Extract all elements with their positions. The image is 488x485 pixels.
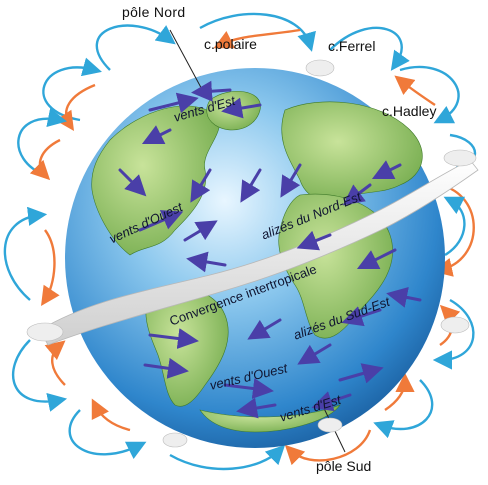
- cloud-puff: [440, 316, 470, 334]
- cell-loop: [12, 339, 68, 412]
- cell-loop: [199, 12, 316, 52]
- convergence-cloud-band: [39, 159, 479, 346]
- wind-arrow: [342, 183, 372, 206]
- cloud-puff: [26, 322, 64, 342]
- cell-loop: [29, 138, 61, 181]
- wind-arrows: [118, 80, 422, 419]
- label-cell-hadley: c.Hadley: [382, 103, 437, 119]
- wind-arrow: [311, 391, 352, 412]
- circulation-cells: [3, 12, 477, 471]
- wind-arrow: [148, 92, 199, 114]
- cell-loop: [394, 75, 436, 106]
- wind-arrow: [280, 163, 302, 198]
- wind-arrow: [338, 363, 384, 384]
- cell-loop: [44, 340, 66, 386]
- wind-arrow: [148, 328, 199, 349]
- cell-loop: [91, 398, 131, 432]
- wind-arrow: [296, 230, 332, 251]
- cloud-puff: [162, 432, 188, 448]
- cloud-puff: [443, 149, 477, 167]
- cloud-puff: [305, 59, 335, 77]
- cell-loop: [373, 379, 434, 439]
- wind-arrow: [297, 343, 332, 365]
- cell-loop: [432, 183, 475, 277]
- wind-arrow: [118, 168, 147, 197]
- cell-loop: [3, 206, 48, 301]
- continents: [91, 91, 423, 433]
- wind-arrow: [143, 357, 189, 379]
- cell-loop: [42, 57, 102, 122]
- wind-arrow: [341, 306, 382, 327]
- cell-loop: [213, 28, 301, 49]
- cell-loop: [169, 444, 286, 471]
- wind-arrow: [247, 318, 282, 340]
- label-cell-ferrel: c.Ferrel: [328, 38, 376, 54]
- wind-arrow: [191, 80, 232, 102]
- wind-arrow: [141, 125, 172, 145]
- label-cell-polaire: c.polaire: [204, 36, 257, 52]
- label-pole-sud: pôle Sud: [316, 458, 372, 474]
- cell-loop: [384, 372, 415, 411]
- cloud-puff: [317, 417, 343, 433]
- wind-arrow: [183, 220, 218, 242]
- wind-arrow: [186, 251, 227, 273]
- cell-loop: [284, 429, 372, 466]
- cell-loop: [95, 24, 176, 71]
- wind-arrow: [236, 397, 277, 419]
- wind-arrow: [221, 97, 262, 119]
- wind-arrow: [138, 210, 184, 232]
- cell-loop: [41, 229, 60, 306]
- cell-loop: [55, 83, 96, 131]
- cell-loop: [329, 26, 410, 71]
- cell-loop: [68, 409, 147, 459]
- wind-arrow: [356, 248, 397, 270]
- cell-loop: [443, 196, 466, 257]
- cell-loop: [399, 65, 460, 124]
- wind-arrow: [386, 287, 422, 308]
- wind-arrow: [240, 168, 262, 203]
- wind-arrow: [190, 168, 212, 203]
- label-pole-nord: pôle Nord: [122, 4, 186, 20]
- wind-arrow: [223, 378, 274, 399]
- wind-arrow: [371, 160, 402, 180]
